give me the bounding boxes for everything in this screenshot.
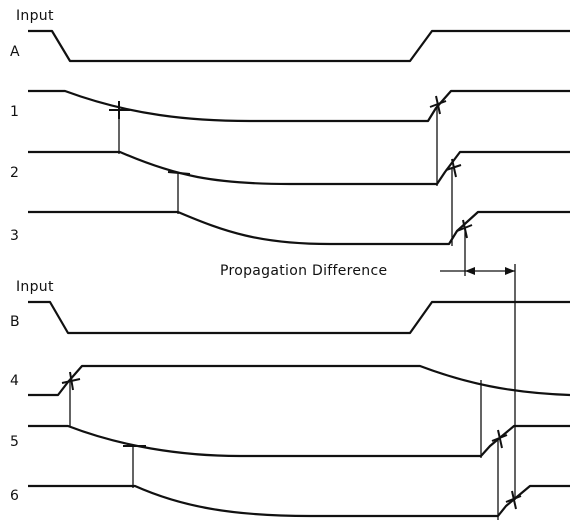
- propagation-difference-label: Propagation Difference: [220, 263, 388, 279]
- input-b-title: Input: [16, 279, 54, 295]
- delay-lines: [69, 104, 516, 520]
- trace-5-waveform: [28, 424, 570, 458]
- input-b-letter: B: [10, 314, 20, 330]
- propagation-difference-arrows: [440, 267, 515, 275]
- trace-4-label: 4: [10, 373, 20, 389]
- trace-6-waveform: [28, 484, 570, 518]
- trace-3-waveform: [28, 210, 570, 246]
- trace-5-label: 5: [10, 434, 20, 450]
- trace-2-waveform: [28, 150, 570, 186]
- input-a-title: Input: [16, 8, 54, 24]
- trace-6-label: 6: [10, 488, 20, 504]
- trace-3-label: 3: [10, 228, 20, 244]
- input-b-waveform: [28, 300, 570, 335]
- trace-1-label: 1: [10, 104, 20, 120]
- trace-4-waveform: [28, 364, 570, 397]
- input-a-waveform: [28, 29, 570, 63]
- input-a-letter: A: [10, 44, 20, 60]
- trace-2-label: 2: [10, 165, 20, 181]
- crossing-marks: [61, 95, 522, 510]
- trace-1-waveform: [28, 89, 570, 123]
